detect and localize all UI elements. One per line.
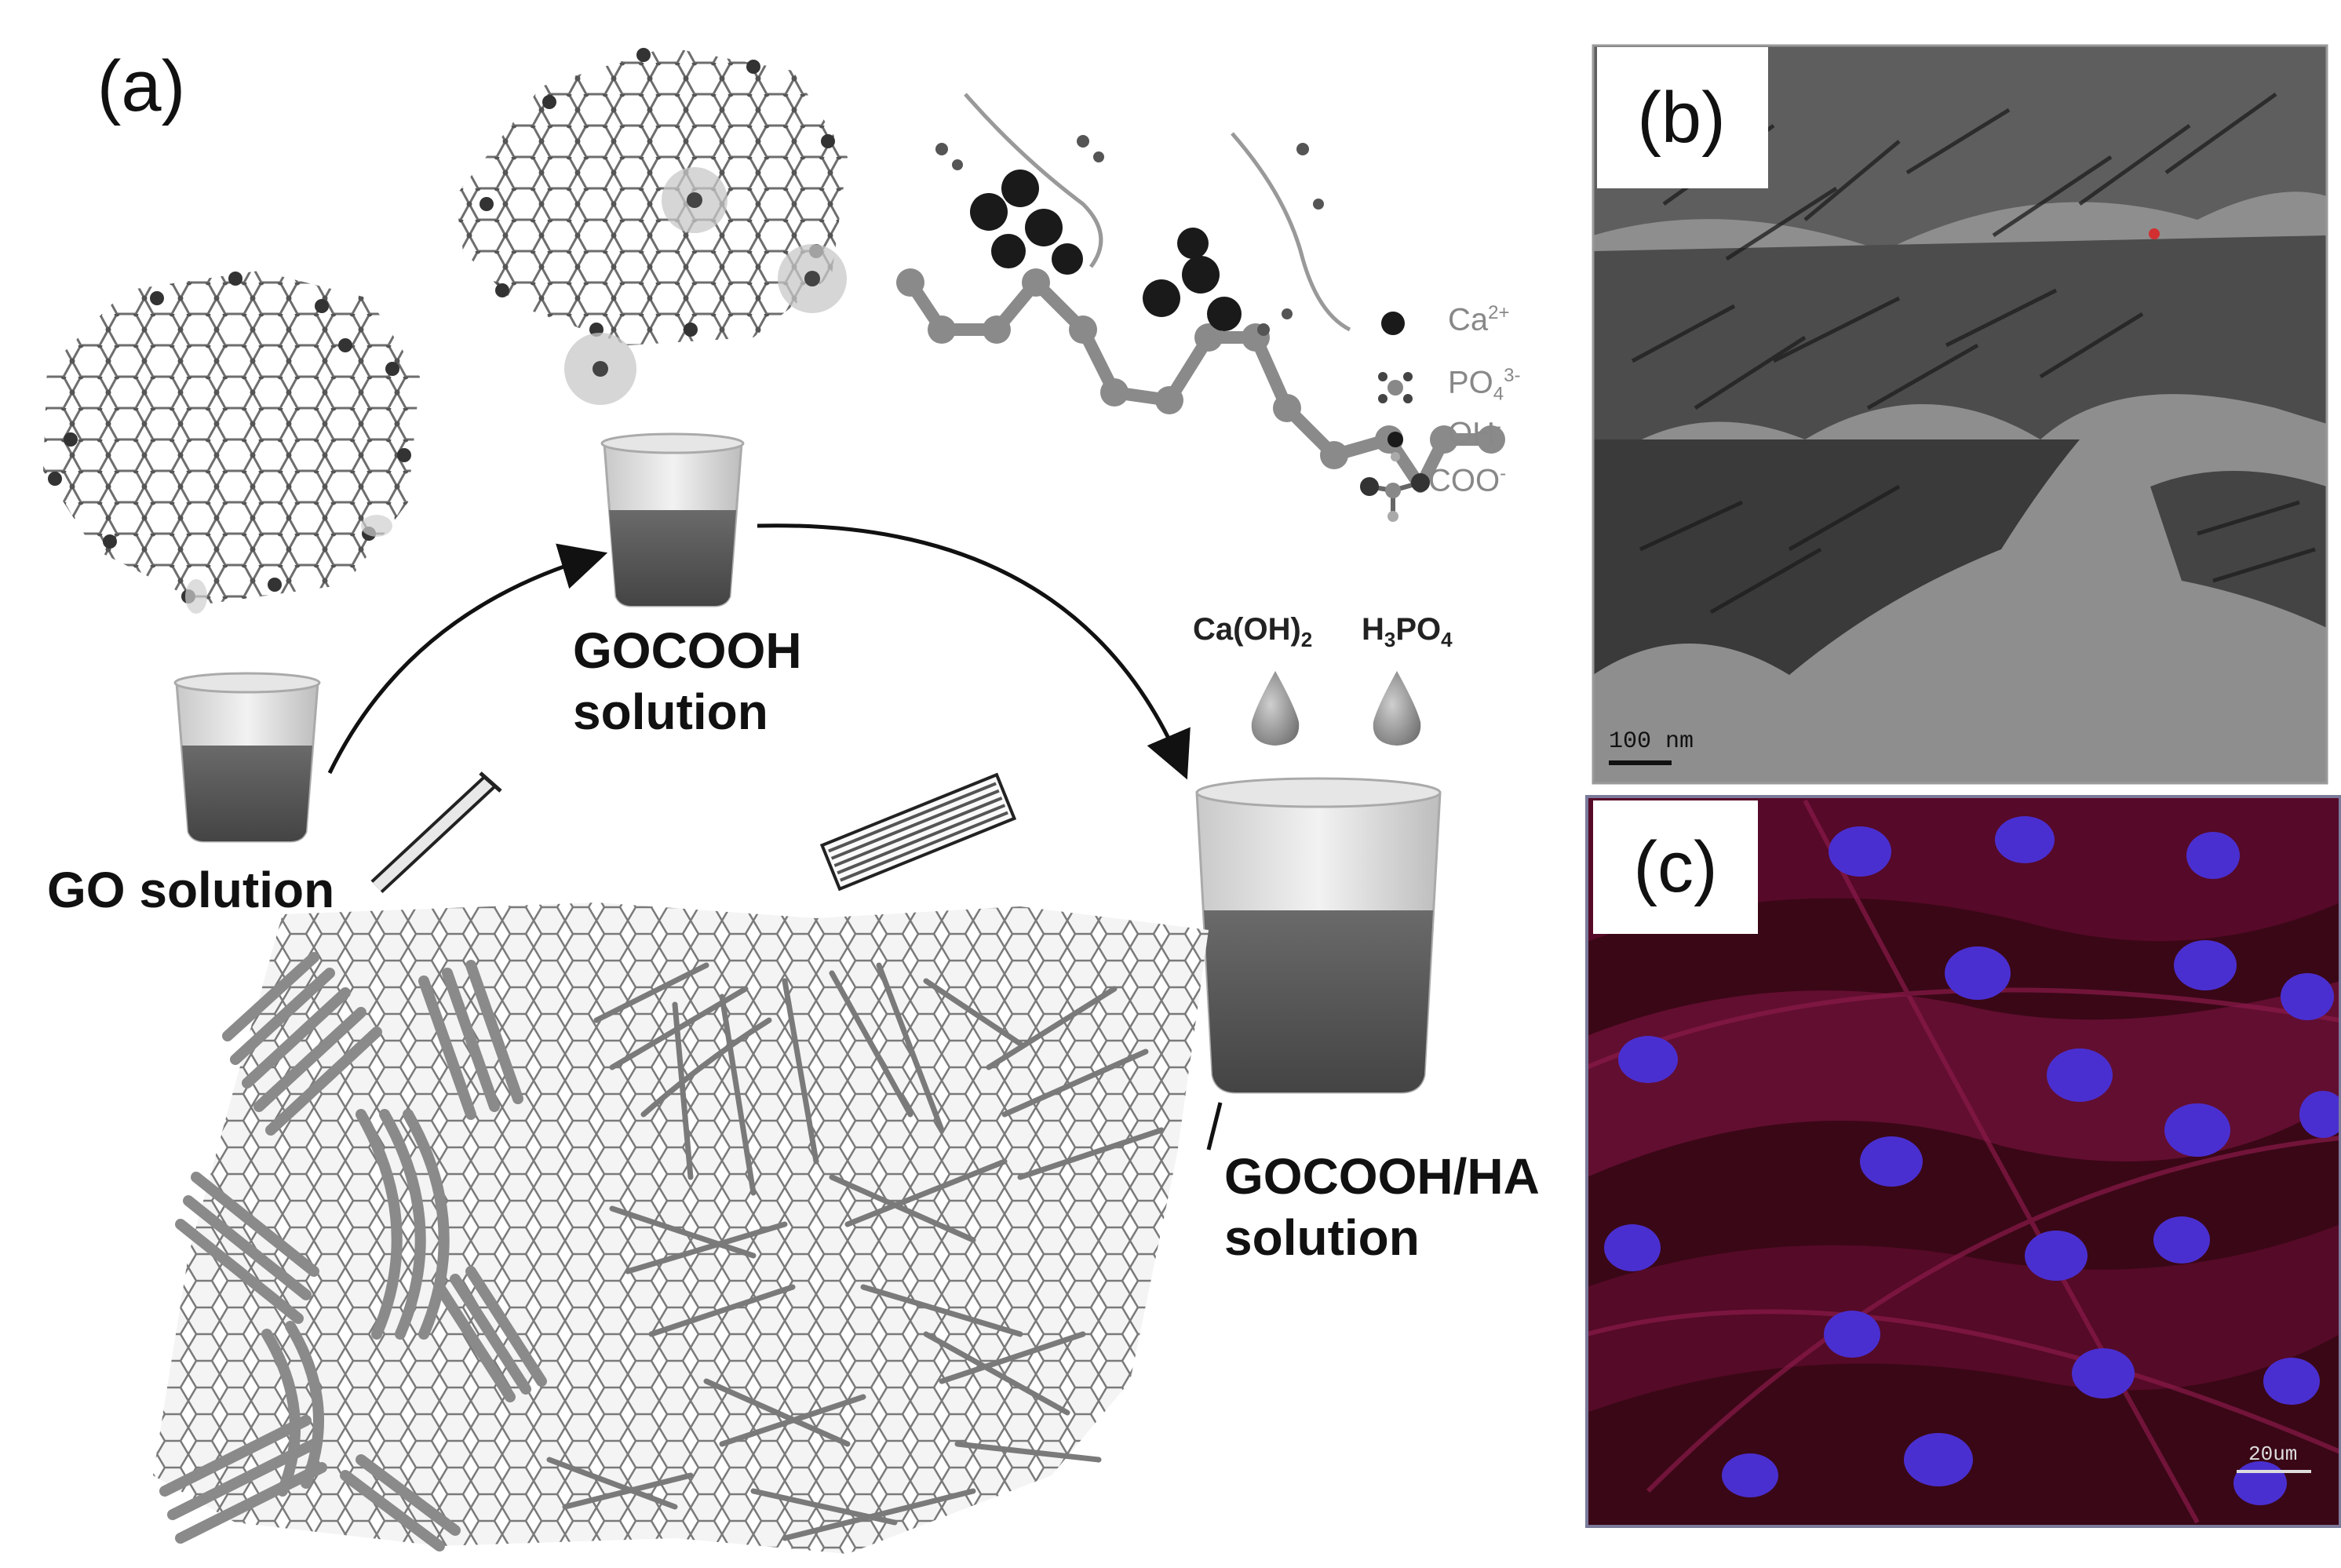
caoh2-droplet xyxy=(1251,671,1300,746)
legend-po4-sub: 4 xyxy=(1493,383,1504,405)
gocooh-ha-beaker xyxy=(1195,777,1442,1094)
panel-b-label: (b) xyxy=(1601,53,1762,183)
gocooh-solution-line-2: solution xyxy=(573,684,768,740)
arrow-gocooh-to-ha xyxy=(757,523,1191,780)
legend-oh-sup: - xyxy=(1495,416,1501,437)
gocooh-solution-label: GOCOOH solution xyxy=(573,620,802,742)
legend-po4-base: PO xyxy=(1448,365,1493,400)
h3po4-po: PO xyxy=(1395,612,1442,647)
caoh2-base: Ca(OH) xyxy=(1193,612,1301,647)
cell-nuclei xyxy=(1604,816,2340,1505)
legend-coo-label: COO- xyxy=(1428,463,1506,498)
fluorescence-scale-bar-label: 20um xyxy=(2248,1442,2298,1466)
panel-a-label: (a) xyxy=(75,39,208,133)
legend-ca-sup: 2+ xyxy=(1488,302,1510,323)
tem-scale-bar-label: 100 nm xyxy=(1609,728,1694,755)
go-beaker xyxy=(173,672,321,843)
caoh2-label: Ca(OH)2 xyxy=(1193,612,1312,652)
legend-coo-sup: - xyxy=(1500,463,1507,484)
h3po4-h: H xyxy=(1362,612,1384,647)
gocooh-beaker xyxy=(600,432,745,607)
go-sheet-molecule xyxy=(43,271,420,614)
gocooh-ha-solution-line-2: solution xyxy=(1224,1209,1420,1266)
legend-ca-label: Ca2+ xyxy=(1448,302,1510,337)
legend-po4-label: PO43- xyxy=(1448,365,1521,405)
gocooh-ha-solution-label: GOCOOH/HA solution xyxy=(1224,1146,1540,1268)
gocooh-sheet-molecule xyxy=(455,47,848,405)
composite-network xyxy=(153,903,1209,1554)
nanorod-bundle-inset xyxy=(819,772,1017,892)
ha-nanorods xyxy=(159,952,547,1552)
ha-beaker-leader-line xyxy=(1206,1102,1223,1150)
ion-legend xyxy=(1360,312,1430,522)
h3po4-sub1: 3 xyxy=(1384,628,1396,651)
h3po4-label: H3PO4 xyxy=(1362,612,1453,652)
gocooh-solution-line-1: GOCOOH xyxy=(573,622,802,679)
caoh2-subscript: 2 xyxy=(1300,628,1313,651)
legend-ca-base: Ca xyxy=(1448,302,1489,337)
po4-ion-symbol xyxy=(1378,372,1413,403)
legend-po4-sup: 3- xyxy=(1504,365,1521,386)
go-solution-label: GO solution xyxy=(47,862,335,918)
ca-ion-symbol xyxy=(1381,312,1405,335)
h3po4-sub2: 4 xyxy=(1441,628,1453,651)
arrow-go-to-gocooh xyxy=(327,543,608,775)
coo-ion-symbol xyxy=(1360,473,1430,522)
h3po4-droplet xyxy=(1373,671,1421,746)
single-nanorod-inset xyxy=(370,771,502,894)
legend-oh-label: OH- xyxy=(1448,416,1501,451)
gocooh-ha-solution-line-1: GOCOOH/HA xyxy=(1224,1148,1540,1205)
legend-oh-base: OH xyxy=(1448,416,1495,451)
ha-nucleation-molecule xyxy=(896,93,1505,493)
panel-a xyxy=(43,47,1505,1554)
oh-ion-symbol xyxy=(1387,432,1403,461)
panel-c-label: (c) xyxy=(1597,804,1754,930)
legend-coo-base: COO xyxy=(1428,463,1501,498)
